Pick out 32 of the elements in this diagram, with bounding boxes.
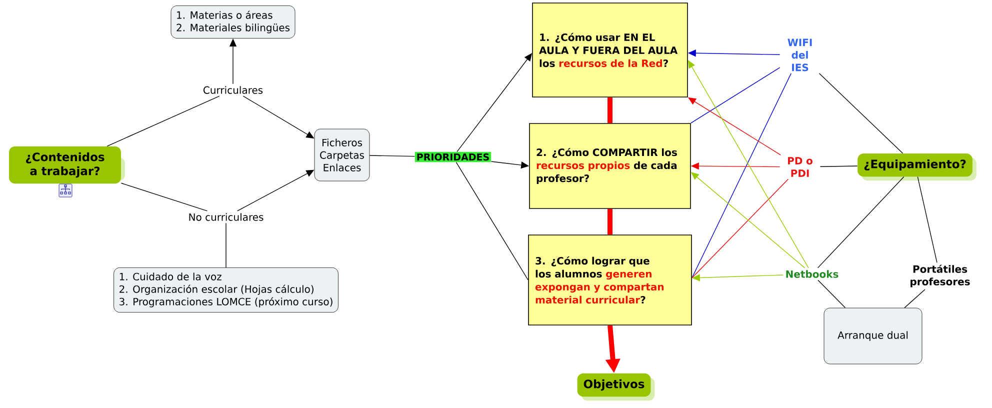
resource-label: Netbooks [786, 270, 838, 278]
question-box: 2. ¿Cómo COMPARTIR los recursos propios de cada profesor? [529, 123, 691, 209]
priority-label: PRIORIDADES [414, 152, 492, 162]
resource-label: WIFI del IES [788, 38, 812, 72]
resource-label: Portátiles profesores [910, 264, 970, 288]
question-box: 1. ¿Cómo usar EN EL AULA Y FUERA DEL AULA los recursos de la Red? [532, 2, 688, 98]
connector-line [817, 176, 904, 268]
connector-line [818, 73, 904, 154]
goal-box: Objetivos [577, 373, 655, 401]
connector-line [692, 178, 789, 278]
list-box: 1. Cuidado de la voz 2. Organización escolar (Hojas cálculo) 3. Programaciones LOMCE (próximo curso) [114, 267, 338, 313]
topic-box: ¿Equipamiento? [858, 153, 976, 181]
question-box: 3. ¿Cómo lograr que los alumnos generen expongan y compartan material curricular? [528, 234, 692, 326]
device-box: Arranque dual [824, 308, 922, 364]
branch-label: No curriculares [189, 213, 264, 221]
connector-line [917, 176, 938, 263]
connector-line [120, 182, 208, 212]
topic-box: ¿Contenidos a trabajar? [9, 146, 125, 184]
connector-line [820, 166, 858, 167]
connector-line [904, 289, 926, 308]
resource-label: PD o PDI [788, 157, 812, 177]
branch-label: Curriculares [204, 86, 263, 94]
connector-line [818, 280, 846, 308]
connector-line [692, 73, 792, 278]
connector-line [608, 97, 612, 124]
connector-line [106, 96, 220, 147]
connector-line [690, 67, 780, 124]
list-box: 1. Materias o áreas 2. Materiales bilingües [170, 6, 296, 38]
connector-line [369, 155, 416, 157]
concept-box: Ficheros Carpetas Enlaces [314, 128, 370, 182]
connector-line [608, 208, 612, 235]
connector-line [456, 162, 528, 280]
